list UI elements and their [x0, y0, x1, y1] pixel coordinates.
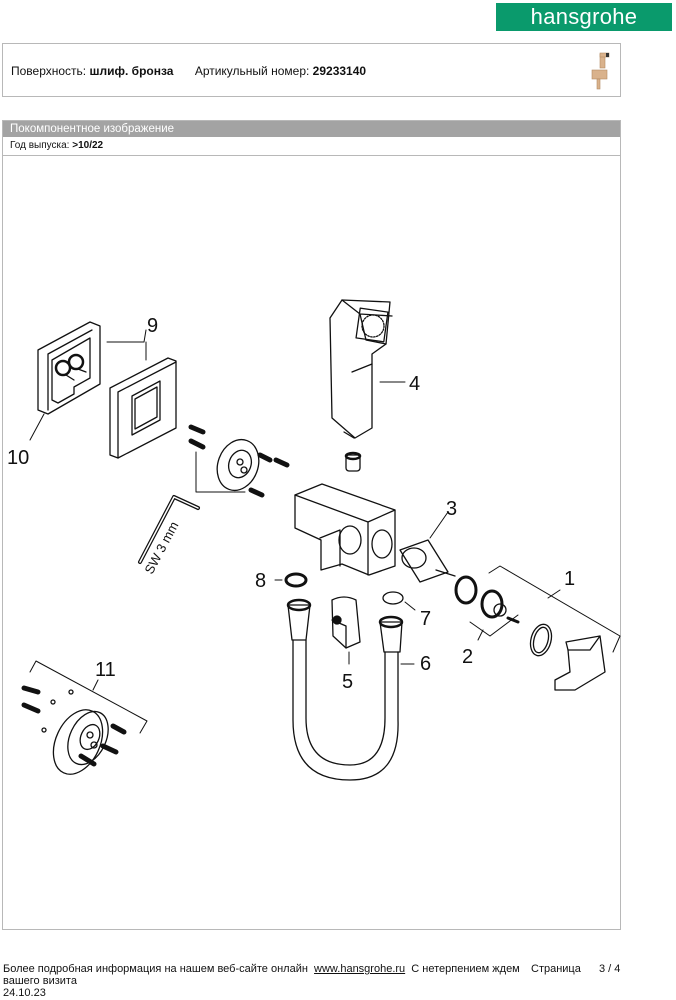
exploded-view-section: Покомпонентное изображение Год выпуска: … — [2, 120, 621, 930]
year-label: Год выпуска: — [10, 140, 70, 151]
surface-label: Поверхность: — [11, 64, 87, 78]
article-value: 29233140 — [312, 64, 367, 78]
callout-7: 7 — [420, 608, 431, 630]
year-value: >10/22 — [72, 140, 104, 151]
callout-11: 11 — [95, 659, 116, 681]
callout-6: 6 — [420, 653, 431, 675]
flange-and-screws — [188, 424, 290, 498]
part-1-wall-outlet — [529, 623, 606, 691]
footer-date: 24.10.23 — [3, 987, 46, 999]
website-link[interactable]: www.hansgrohe.ru — [314, 963, 406, 975]
article-label: Артикульный номер: — [194, 64, 310, 78]
release-year-row: Год выпуска: >10/22 — [3, 137, 620, 156]
footer-welcome-text: С нетерпением ждем — [411, 963, 520, 975]
callout-10: 10 — [7, 447, 29, 469]
product-info-line: Поверхность: шлиф. бронза Артикульный но… — [11, 64, 366, 78]
footer-welcome-text-line2: вашего визита — [3, 975, 77, 987]
part-10-mounting-frame — [37, 321, 101, 415]
part-9-cover-plate — [109, 357, 177, 459]
callout-5: 5 — [342, 671, 353, 693]
allen-key-tool — [138, 495, 200, 564]
page-number: 3 / 4 — [599, 963, 621, 975]
callout-3: 3 — [446, 498, 457, 520]
product-info-box: Поверхность: шлиф. бронза Артикульный но… — [2, 43, 621, 97]
section-title: Покомпонентное изображение — [3, 121, 620, 137]
callout-4: 4 — [409, 373, 420, 395]
wall-holder-body — [294, 483, 396, 576]
part-7-washer — [382, 591, 404, 605]
part-5-hose-clip — [331, 596, 361, 649]
part-11-rough-in-body — [21, 685, 127, 775]
surface-value: шлиф. бронза — [89, 64, 174, 78]
part-8-seal — [284, 572, 308, 588]
callout-8: 8 — [255, 570, 266, 592]
part-2-check-valve — [480, 589, 520, 624]
part-6-hose — [286, 598, 404, 781]
hansgrohe-logo: hansgrohe — [496, 3, 672, 31]
sealing-ring — [454, 575, 478, 605]
page-label: Страница — [531, 963, 581, 975]
callout-9: 9 — [147, 315, 158, 337]
bidet-shower-thumbnail-icon — [591, 52, 610, 90]
page-footer: Более подробная информация на нашем веб-… — [3, 963, 673, 999]
shower-connector — [345, 454, 361, 472]
footer-info-text: Более подробная информация на нашем веб-… — [3, 963, 308, 975]
part-3-cartridge — [399, 539, 456, 583]
callout-2: 2 — [462, 646, 473, 668]
callout-1: 1 — [564, 568, 575, 590]
part-4-hand-shower — [329, 299, 393, 439]
